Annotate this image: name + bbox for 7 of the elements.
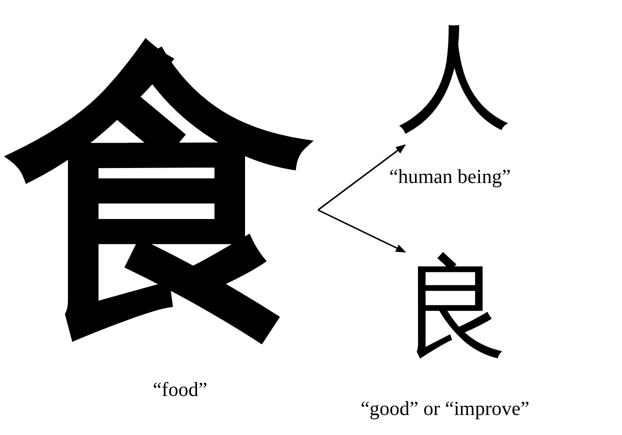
meaning-caption: “food” [152, 378, 208, 403]
arrow [318, 144, 406, 211]
arrow [318, 209, 406, 253]
kanji-character: 人 [400, 10, 510, 145]
meaning-caption: “good” or “improve” [360, 397, 530, 422]
kanji-character: 良 [400, 250, 510, 365]
meaning-caption: “human being” [388, 165, 512, 190]
